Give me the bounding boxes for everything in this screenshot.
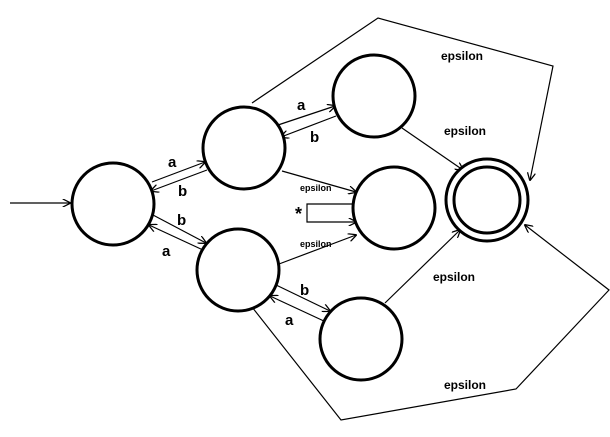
label-q1-q0-b: b <box>178 183 187 200</box>
edge-q4-self-loop <box>306 203 356 222</box>
label-q5-q3-a: a <box>285 312 294 329</box>
label-q1-q4-epsilon: epsilon <box>300 183 332 193</box>
edge-q2-q1-b <box>281 115 337 137</box>
state-q3 <box>195 227 281 313</box>
edge-q0-q1-a <box>151 162 205 183</box>
label-q3-q0-a: a <box>162 243 171 260</box>
label-q3-q5-b: b <box>300 282 309 299</box>
edge-q3-q4-epsilon <box>278 235 356 265</box>
edge-q2-final-epsilon <box>401 127 463 170</box>
edge-q3-q0-a <box>149 225 204 251</box>
label-self-loop-star: * <box>295 204 302 224</box>
state-final-inner <box>452 165 522 235</box>
label-q0-q1-a: a <box>168 154 177 171</box>
edge-q5-q3-a <box>270 296 327 323</box>
label-q2-q1-b: b <box>310 129 319 146</box>
state-q2 <box>331 53 417 139</box>
edge-q1-q2-a <box>277 106 335 126</box>
edge-q1-q4-epsilon <box>281 170 356 192</box>
edge-top-epsilon-route <box>251 17 554 180</box>
state-q4 <box>351 165 437 251</box>
edge-bottom-epsilon-route <box>251 225 610 421</box>
label-q2-final-epsilon: epsilon <box>444 124 486 138</box>
label-top-epsilon: epsilon <box>441 49 483 63</box>
edge-q5-final-epsilon <box>384 230 460 304</box>
label-q1-q2-a: a <box>297 97 306 114</box>
label-q3-q4-epsilon: epsilon <box>300 239 332 249</box>
state-q5 <box>318 296 404 382</box>
label-q5-final-epsilon: epsilon <box>433 270 475 284</box>
label-bottom-epsilon: epsilon <box>444 378 486 392</box>
edge-q3-q5-b <box>273 283 330 311</box>
state-q0 <box>70 161 156 247</box>
label-q0-q3-b: b <box>177 212 186 229</box>
edge-q1-q0-b <box>151 169 208 191</box>
state-q1 <box>201 105 287 191</box>
edge-q0-q3-b <box>152 214 206 243</box>
state-final <box>444 157 530 243</box>
